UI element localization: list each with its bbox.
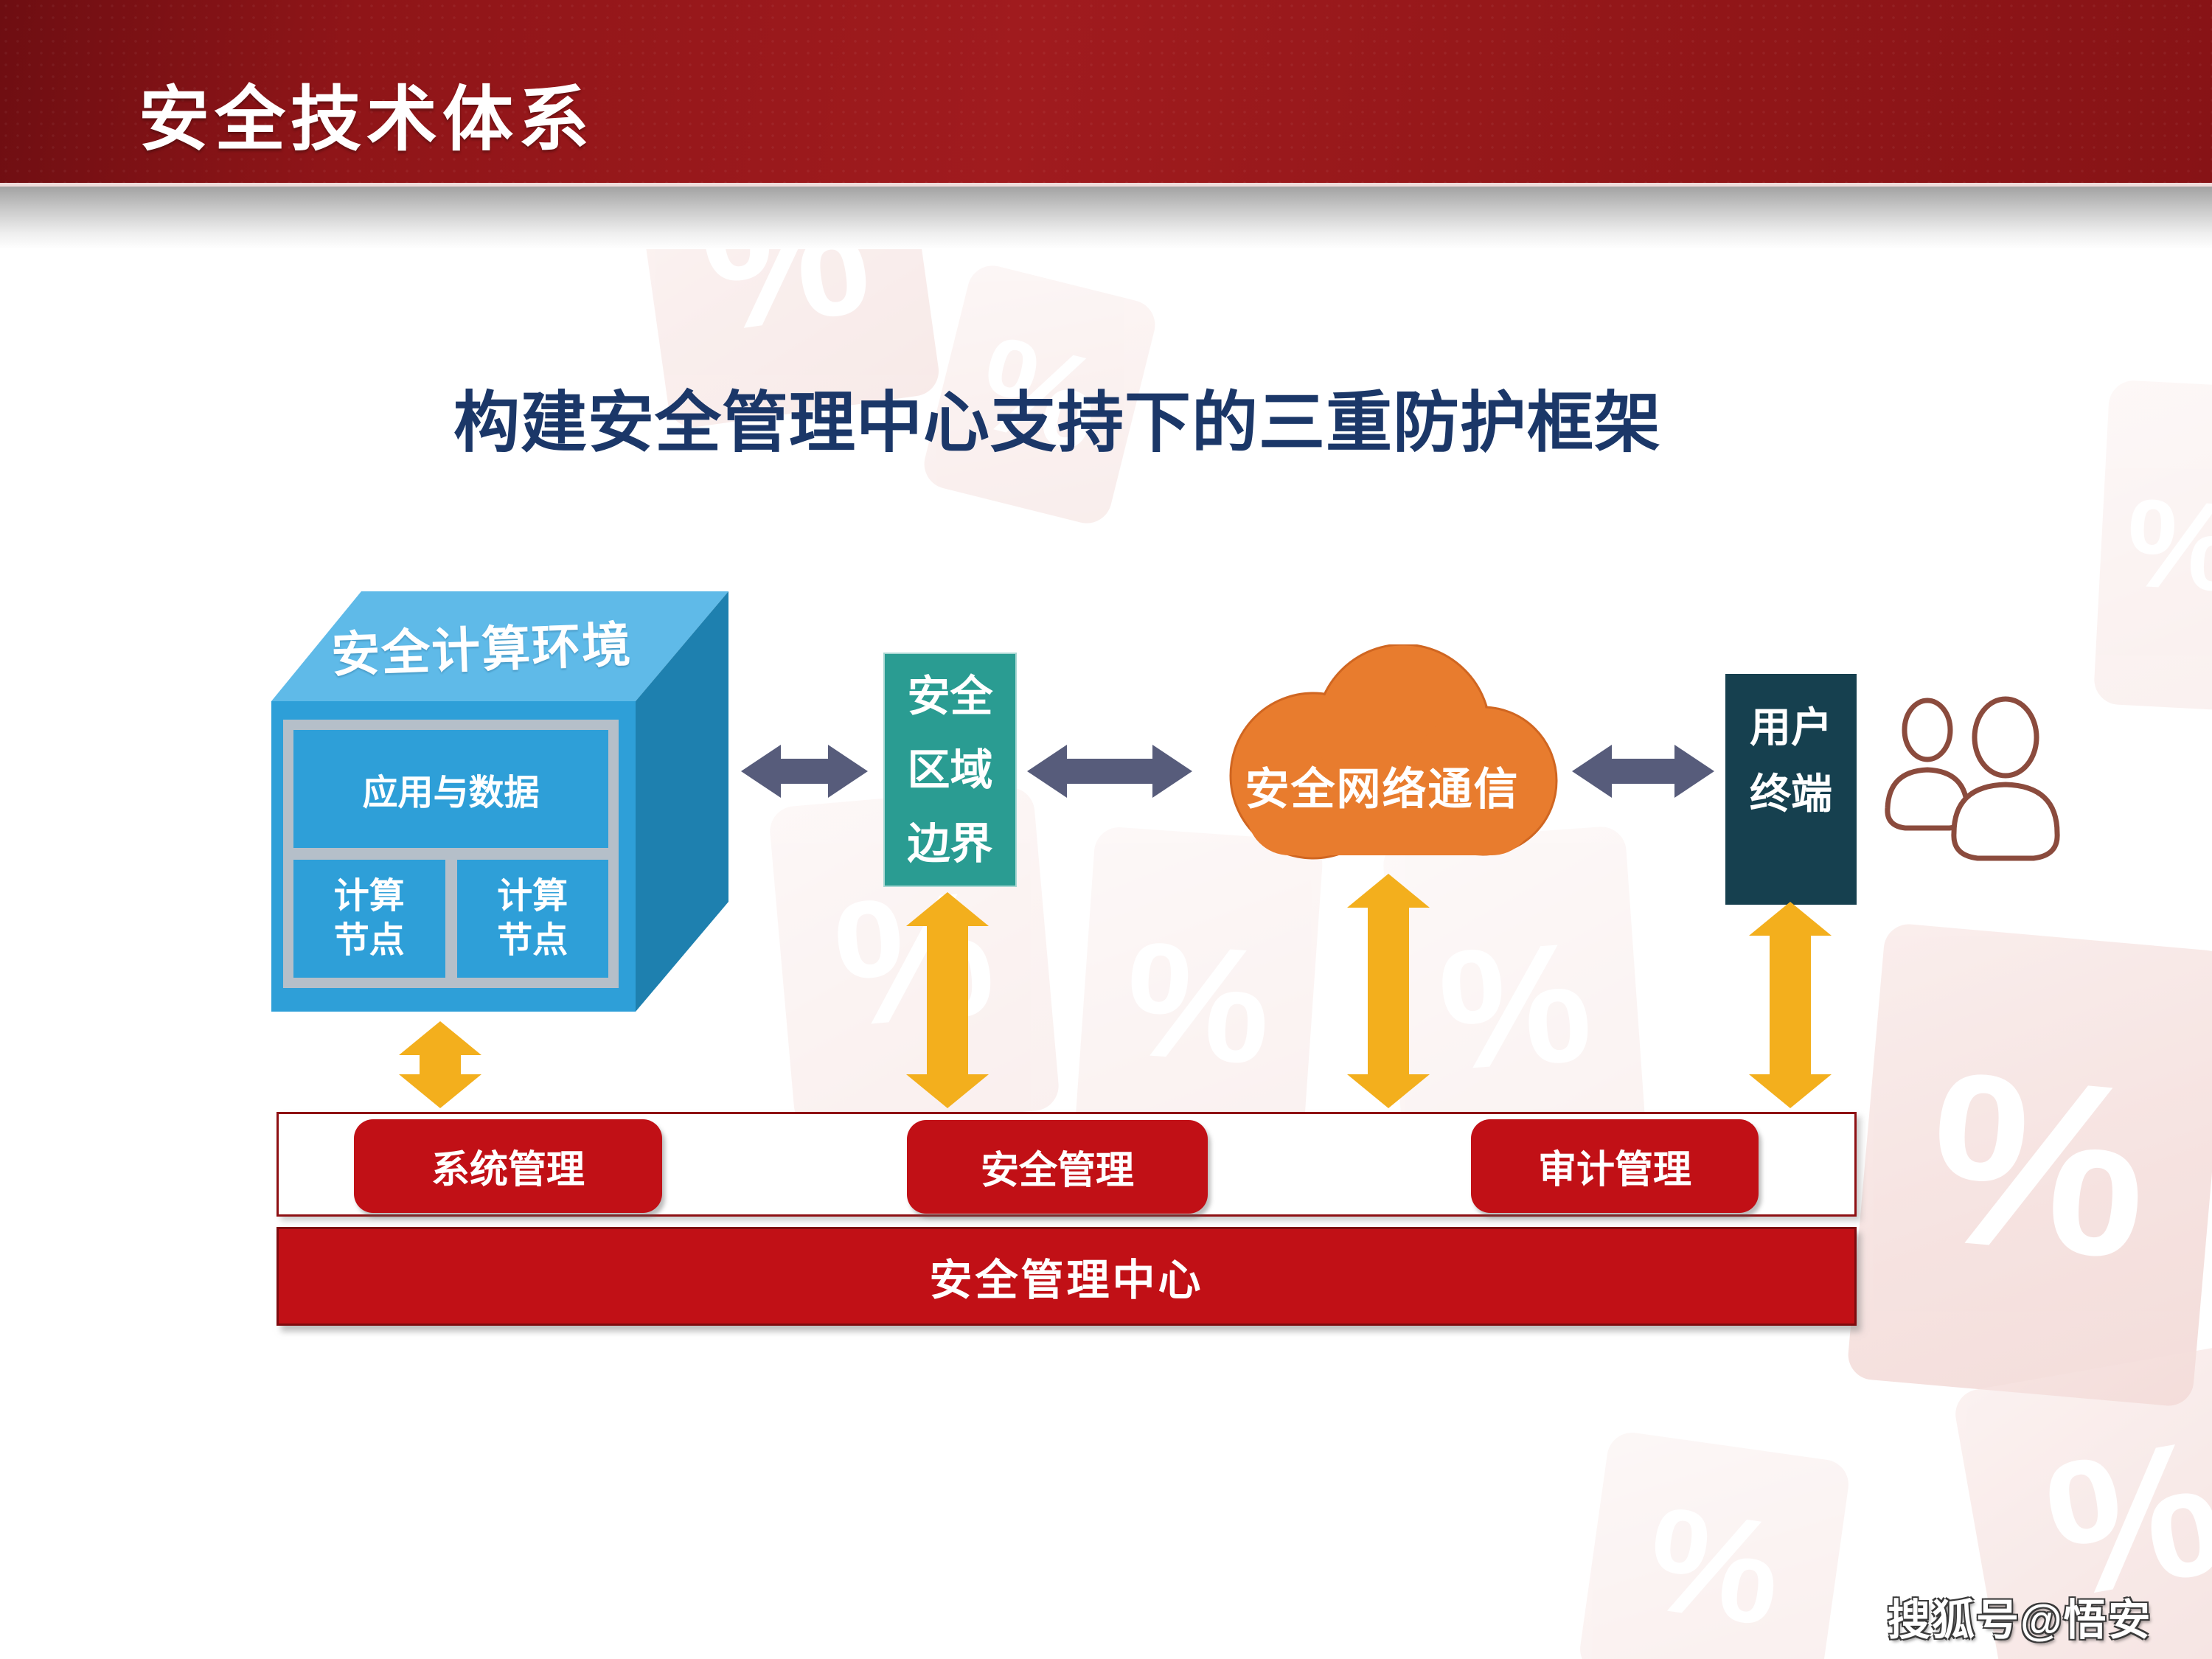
boundary-line: 安全 xyxy=(907,672,993,720)
percent-glyph: % xyxy=(1433,906,1597,1106)
cloud-label: 安全网络通信 xyxy=(1245,765,1520,814)
double-arrow-vertical-icon xyxy=(1749,902,1832,1108)
app-data-cell: 应用与数据 xyxy=(293,730,608,848)
percent-glyph: % xyxy=(1919,1019,2159,1310)
users-icon xyxy=(1885,696,2060,861)
double-arrow-vertical-icon xyxy=(906,892,989,1108)
cloud-icon xyxy=(1229,644,1558,860)
header-divider xyxy=(0,183,2212,187)
percent-glyph: % xyxy=(1638,1475,1791,1658)
secure-computing-environment-cube: 安全计算环境 应用与数据 计算 节点 计算 节点 xyxy=(271,591,728,1012)
system-management-box: 系统管理 xyxy=(354,1119,662,1213)
cube-title: 安全计算环境 xyxy=(330,616,633,683)
header-banner xyxy=(0,0,2212,183)
terminal-line: 终端 xyxy=(1750,771,1832,817)
node-line: 节点 xyxy=(333,921,405,960)
terminal-line: 用户 xyxy=(1750,704,1832,751)
compute-node-cell: 计算 节点 xyxy=(293,860,445,978)
secure-area-boundary-box: 安全 区域 边界 xyxy=(883,653,1017,887)
watermark-die: % xyxy=(2093,379,2212,712)
user-terminal-box: 用户 终端 xyxy=(1725,674,1857,905)
page-title: 安全技术体系 xyxy=(139,80,594,159)
double-arrow-horizontal-icon xyxy=(741,745,868,798)
percent-glyph: % xyxy=(1119,907,1277,1099)
audit-management-box: 审计管理 xyxy=(1471,1119,1759,1213)
double-arrow-horizontal-icon xyxy=(1572,745,1714,798)
security-management-center-bar: 安全管理中心 xyxy=(276,1227,1857,1326)
node-line: 计算 xyxy=(333,877,405,916)
watermark-die: % xyxy=(1576,1429,1852,1659)
cube-inner-panel: 应用与数据 计算 节点 计算 节点 xyxy=(283,720,619,988)
compute-node-cell: 计算 节点 xyxy=(456,860,608,978)
diagram-heading: 构建安全管理中心支持下的三重防护框架 xyxy=(453,386,1661,460)
credit-watermark: 搜狐号@悟安 xyxy=(1888,1596,2152,1644)
double-arrow-vertical-icon xyxy=(399,1021,481,1108)
node-line: 节点 xyxy=(497,921,568,960)
double-arrow-vertical-icon xyxy=(1347,874,1430,1108)
boundary-line: 边界 xyxy=(907,820,993,868)
node-line: 计算 xyxy=(497,877,568,916)
double-arrow-horizontal-icon xyxy=(1027,745,1192,798)
security-management-box: 安全管理 xyxy=(907,1120,1208,1214)
header-shadow xyxy=(0,187,2212,249)
boundary-line: 区域 xyxy=(907,746,993,794)
node-row: 计算 节点 计算 节点 xyxy=(293,860,608,978)
percent-glyph: % xyxy=(2123,473,2212,619)
watermark-die: % xyxy=(1846,922,2212,1408)
